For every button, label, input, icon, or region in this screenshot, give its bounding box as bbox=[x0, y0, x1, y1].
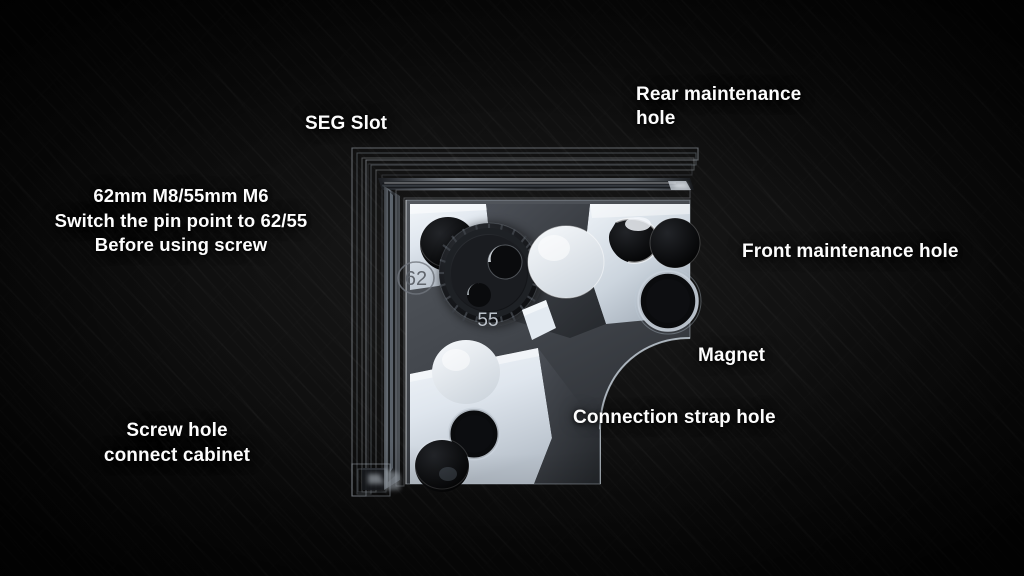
callout-label-magnet: Magnet bbox=[698, 345, 766, 366]
callout-label-rear-maintenance: Rear maintenance hole bbox=[636, 84, 802, 129]
callout-label-pin-point: 62mm M8/55mm M6 Switch the pin point to … bbox=[54, 185, 308, 256]
callout-label-front-maintenance: Front maintenance hole bbox=[742, 241, 959, 262]
callout-label-seg-slot: SEG Slot bbox=[305, 113, 388, 134]
callout-label-connection-strap: Connection strap hole bbox=[573, 407, 776, 428]
callout-label-screw-hole-cabinet: Screw hole connect cabinet bbox=[103, 420, 251, 467]
